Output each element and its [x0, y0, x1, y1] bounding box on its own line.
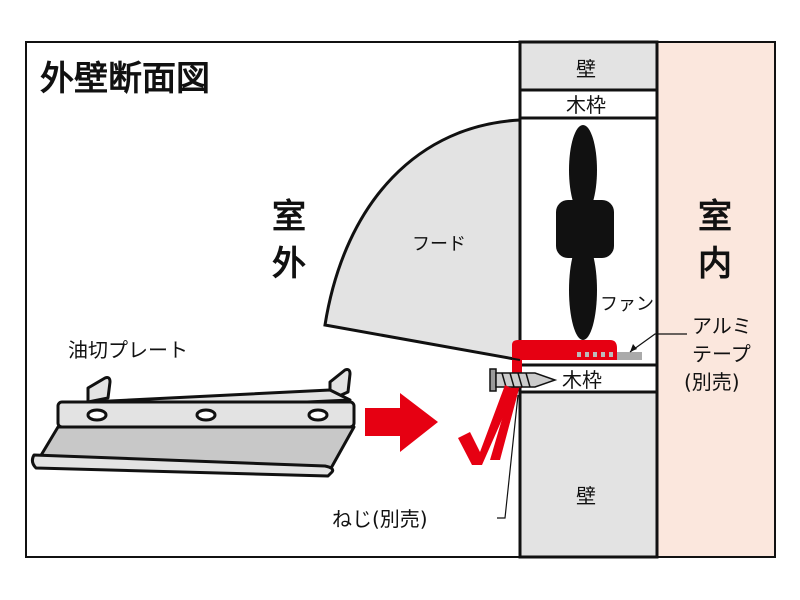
screw-label: ねじ(別売)	[332, 507, 428, 531]
tape-label-3: (別売)	[684, 370, 740, 394]
screw-leader-line	[497, 394, 519, 519]
indoor-label-1: 室	[698, 197, 732, 237]
oil-plate-installed	[490, 340, 642, 460]
arrow-right-icon	[365, 393, 438, 452]
oil-plate-label: 油切プレート	[68, 338, 188, 362]
indoor-area	[656, 41, 776, 558]
wall-bottom	[518, 390, 659, 559]
outdoor-label-1: 室	[272, 197, 306, 237]
hood-label: フード	[412, 234, 466, 255]
wall-bottom-label: 壁	[576, 484, 596, 508]
wood-frame-bottom-label: 木枠	[562, 368, 602, 392]
screw-icon	[489, 368, 558, 392]
hood-shape	[323, 118, 522, 362]
checkmark-icon	[458, 385, 515, 465]
wood-frame-top-label: 木枠	[566, 93, 606, 117]
outdoor-label-2: 外	[272, 244, 306, 284]
tape-leader-line	[629, 333, 687, 353]
fan-label: ファン	[600, 294, 654, 315]
indoor-label-2: 内	[698, 244, 732, 284]
diagram-title: 外壁断面図	[40, 59, 210, 99]
oil-cut-plate-illustration	[30, 368, 356, 478]
tape-label-2: テープ	[692, 342, 751, 366]
tape-label-1: アルミ	[692, 314, 752, 338]
wall-top-label: 壁	[576, 57, 596, 81]
fan-icon	[556, 125, 614, 340]
